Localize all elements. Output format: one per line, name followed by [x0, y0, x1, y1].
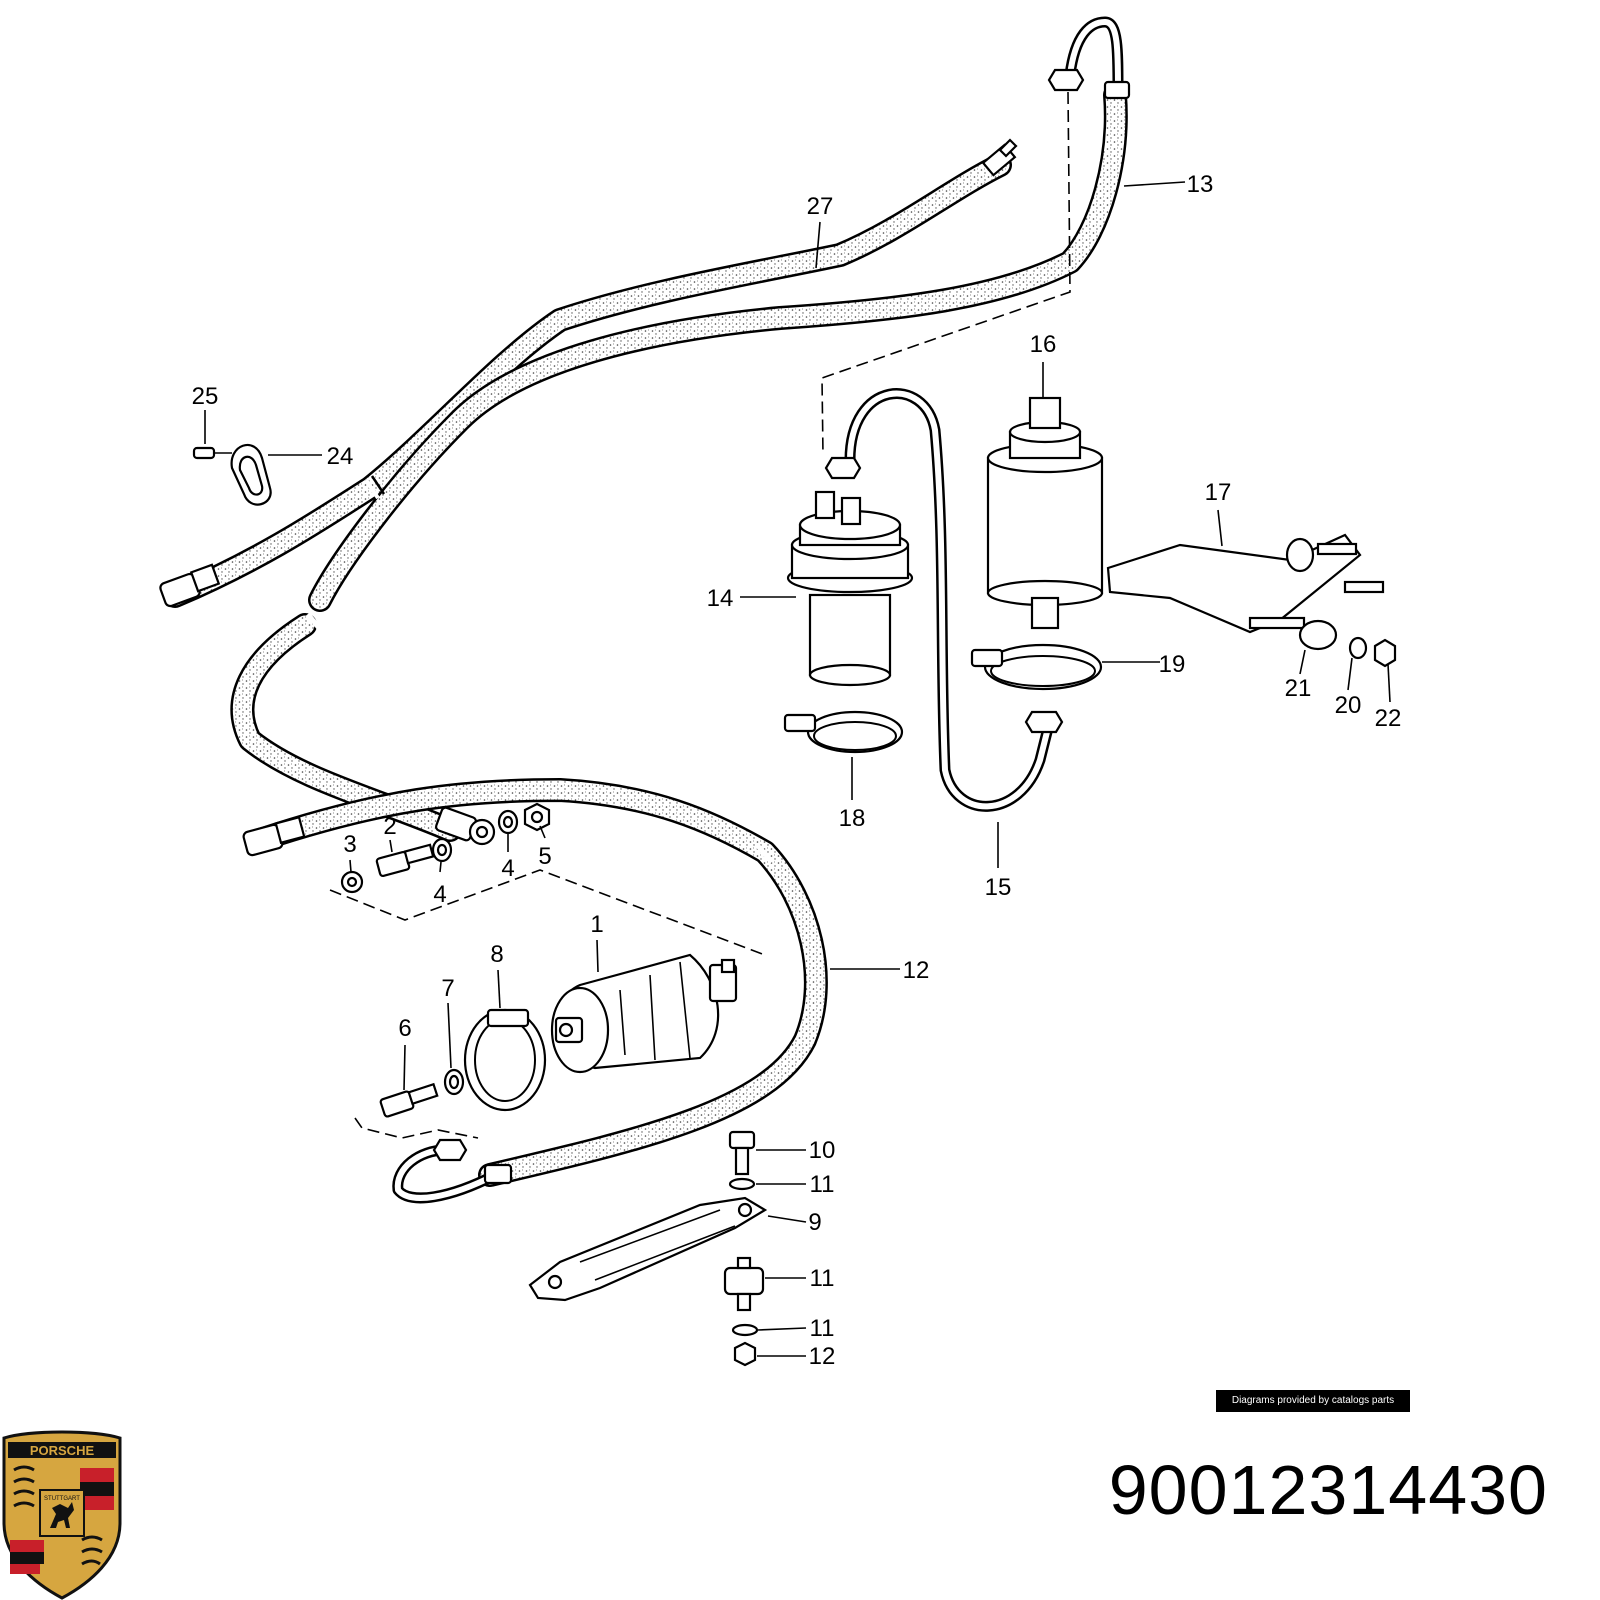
- sealing-washer-4-right: [497, 809, 519, 835]
- screw-27: [192, 446, 232, 460]
- union-nut-top: [1047, 68, 1131, 100]
- pressure-accumulator: [786, 456, 914, 687]
- filter-bracket: [1106, 533, 1385, 634]
- union-nut-17: [1024, 710, 1064, 734]
- fuel-hose-15: [308, 83, 1128, 612]
- callout-26: 24: [327, 443, 354, 470]
- rubber-mount-23: [1298, 619, 1338, 651]
- callout-23: 21: [1285, 675, 1312, 702]
- sealing-washer-7: [443, 1068, 465, 1096]
- callout-11-lower: 11: [810, 1315, 835, 1342]
- banjo-bolt-6: [379, 1082, 439, 1118]
- hose-clamp-8: [463, 1008, 547, 1112]
- callout-4-right: 4: [501, 855, 514, 882]
- callout-24: 22: [1375, 705, 1402, 732]
- bolt-10: [728, 1130, 756, 1176]
- callout-5: 5: [538, 843, 551, 870]
- callout-1: 1: [590, 911, 603, 938]
- callout-11-upper: 11: [810, 1171, 835, 1198]
- fuel-hose-25: [163, 153, 1012, 608]
- callout-10: 10: [809, 1137, 836, 1164]
- callout-22: 20: [1335, 692, 1362, 719]
- hose-end-fitting-14: [242, 815, 306, 857]
- hose-clip-26: [230, 444, 272, 506]
- banjo-fitting: [435, 806, 496, 846]
- callout-17: 15: [985, 874, 1012, 901]
- mounting-clamp-20: [783, 710, 904, 754]
- nut-5: [523, 802, 551, 832]
- part-number: 90012314430: [1108, 1451, 1548, 1529]
- callout-15: 13: [1187, 171, 1214, 198]
- callout-7: 7: [441, 975, 454, 1002]
- fuel-pipe-17: [844, 388, 1056, 812]
- callout-14: 12: [903, 957, 930, 984]
- callout-2: 2: [383, 813, 396, 840]
- callout-12: 11: [810, 1265, 835, 1292]
- hose-end-fitting-top: [981, 138, 1018, 177]
- banjo-bolt-2: [375, 843, 435, 878]
- hose-breaks: [306, 475, 774, 864]
- fuel-pump: [550, 953, 738, 1074]
- hose-end-fitting-left: [159, 563, 221, 608]
- nut-24: [1373, 638, 1397, 668]
- leader-lines: [204, 181, 1391, 1357]
- nut-13: [733, 1341, 757, 1367]
- sealing-washer-3: [340, 870, 364, 894]
- callout-18: 16: [1030, 331, 1057, 358]
- fuel-pipe-top: [1064, 16, 1124, 96]
- assembly-dashed-lines: [329, 91, 1071, 1139]
- callout-21: 19: [1159, 651, 1186, 678]
- lock-washer-11-lower: [731, 1323, 759, 1337]
- fuel-filter: [986, 396, 1104, 630]
- fuel-pipe-bottom: [392, 1144, 501, 1204]
- lock-washer-11-upper: [728, 1177, 756, 1191]
- callout-27: 25: [192, 383, 219, 410]
- union-nut-bottom: [432, 1138, 513, 1185]
- callout-25: 27: [807, 193, 834, 220]
- sealing-washer-4-left: [431, 837, 453, 863]
- mounting-plate-9: [528, 1196, 768, 1302]
- rubber-mount-12: [723, 1256, 765, 1312]
- callout-labels: 27 13 16 17 14 19 21 20 22 18 15 12 1 8 …: [192, 171, 1402, 1370]
- mounting-clamp-21: [970, 643, 1103, 691]
- callout-20: 18: [839, 805, 866, 832]
- callout-16: 14: [707, 585, 734, 612]
- porsche-crest-logo: PORSCHE STUTTGART: [2, 1430, 122, 1600]
- diagram-credit-banner: Diagrams provided by catalogs parts: [1216, 1390, 1410, 1412]
- callout-6: 6: [398, 1015, 411, 1042]
- callout-3: 3: [343, 831, 356, 858]
- svg-text:PORSCHE: PORSCHE: [30, 1443, 95, 1458]
- washer-22: [1348, 636, 1368, 660]
- svg-text:STUTTGART: STUTTGART: [44, 1496, 80, 1502]
- callout-4-left: 4: [433, 881, 446, 908]
- callout-8: 8: [490, 941, 503, 968]
- callout-19: 17: [1205, 479, 1232, 506]
- callout-9: 9: [808, 1209, 821, 1236]
- callout-13: 12: [809, 1343, 836, 1370]
